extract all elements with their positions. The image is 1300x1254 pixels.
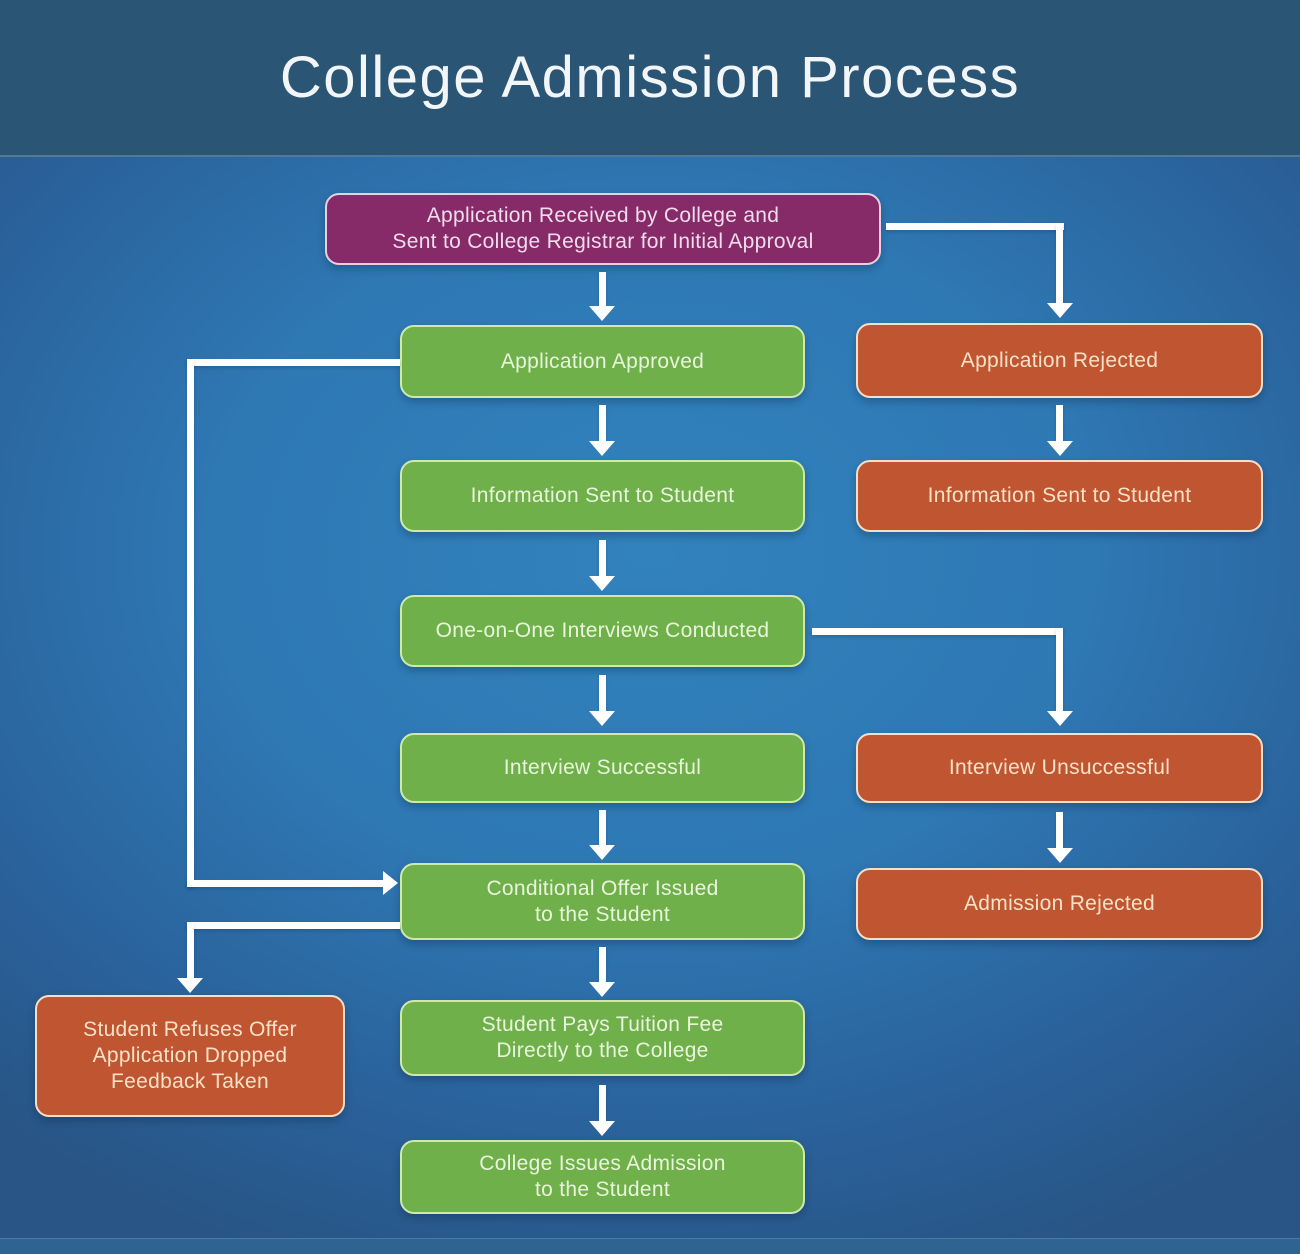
node-student-refuses-line1: Student Refuses Offer bbox=[83, 1018, 297, 1041]
arrow-rejected-info-stem bbox=[1056, 405, 1063, 441]
node-application-approved: Application Approved bbox=[400, 325, 805, 398]
node-info-sent-approved-label: Information Sent to Student bbox=[470, 484, 735, 507]
node-application-rejected: Application Rejected bbox=[856, 323, 1263, 398]
arrow-offer-pays-head-icon bbox=[589, 982, 615, 997]
node-interview-unsuccessful-label: Interview Unsuccessful bbox=[948, 756, 1171, 779]
arrow-offer-refuses-vstem bbox=[187, 922, 194, 978]
node-college-issues-line1: College Issues Admission bbox=[479, 1152, 726, 1175]
arrow-pays-issues-stem bbox=[599, 1085, 606, 1121]
arrow-received-approved-head-icon bbox=[589, 306, 615, 321]
node-application-received-line2: Sent to College Registrar for Initial Ap… bbox=[392, 230, 814, 253]
arrow-offer-refuses-hstem bbox=[187, 922, 400, 929]
header-band: College Admission Process bbox=[0, 0, 1300, 157]
node-info-sent-rejected-label: Information Sent to Student bbox=[927, 484, 1192, 507]
arrow-received-rejected-hstem bbox=[886, 223, 1064, 230]
arrow-approved-info-head-icon bbox=[589, 441, 615, 456]
node-student-refuses-line3: Feedback Taken bbox=[111, 1070, 269, 1093]
node-student-pays: Student Pays Tuition Fee Directly to the… bbox=[400, 1000, 805, 1076]
arrow-offer-refuses-head-icon bbox=[177, 978, 203, 993]
node-interviews-conducted: One-on-One Interviews Conducted bbox=[400, 595, 805, 667]
arrow-info-interviews-head-icon bbox=[589, 576, 615, 591]
node-conditional-offer: Conditional Offer Issued to the Student bbox=[400, 863, 805, 940]
arrow-approved-offer-bottom-hstem bbox=[187, 880, 383, 887]
arrow-approved-offer-vstem bbox=[187, 359, 194, 887]
arrow-unsuccessful-admrejected-head-icon bbox=[1047, 848, 1073, 863]
arrow-interviews-unsuccessful-vstem bbox=[1056, 628, 1063, 711]
node-conditional-offer-line2: to the Student bbox=[535, 902, 670, 926]
arrow-approved-offer-head-icon bbox=[383, 871, 398, 895]
node-student-refuses: Student Refuses Offer Application Droppe… bbox=[35, 995, 345, 1117]
arrow-interviews-successful-head-icon bbox=[589, 711, 615, 726]
page-title: College Admission Process bbox=[279, 45, 1021, 110]
arrow-received-rejected-vstem bbox=[1056, 223, 1063, 303]
arrow-approved-info-stem bbox=[599, 405, 606, 441]
footer-band bbox=[0, 1238, 1300, 1254]
node-interviews-conducted-label: One-on-One Interviews Conducted bbox=[435, 619, 770, 642]
arrow-interviews-unsuccessful-head-icon bbox=[1047, 711, 1073, 726]
arrow-received-rejected-head-icon bbox=[1047, 303, 1073, 318]
node-interview-successful-label: Interview Successful bbox=[503, 756, 702, 779]
node-student-refuses-line2: Application Dropped bbox=[92, 1044, 288, 1067]
node-info-sent-approved: Information Sent to Student bbox=[400, 460, 805, 532]
node-college-issues: College Issues Admission to the Student bbox=[400, 1140, 805, 1214]
node-conditional-offer-line1: Conditional Offer Issued bbox=[486, 876, 719, 900]
arrow-successful-offer-head-icon bbox=[589, 845, 615, 860]
node-student-pays-line2: Directly to the College bbox=[496, 1039, 709, 1062]
node-college-issues-line2: to the Student bbox=[535, 1178, 670, 1201]
node-application-received-line1: Application Received by College and bbox=[426, 204, 780, 227]
arrow-info-interviews-stem bbox=[599, 540, 606, 576]
node-application-received: Application Received by College and Sent… bbox=[325, 193, 881, 265]
node-admission-rejected: Admission Rejected bbox=[856, 868, 1263, 940]
node-info-sent-rejected: Information Sent to Student bbox=[856, 460, 1263, 532]
node-admission-rejected-label: Admission Rejected bbox=[964, 892, 1155, 915]
arrow-unsuccessful-admrejected-stem bbox=[1056, 812, 1063, 848]
arrow-received-approved-stem bbox=[599, 272, 606, 306]
arrow-interviews-successful-stem bbox=[599, 675, 606, 711]
arrow-rejected-info-head-icon bbox=[1047, 441, 1073, 456]
node-interview-unsuccessful: Interview Unsuccessful bbox=[856, 733, 1263, 803]
arrow-offer-pays-stem bbox=[599, 947, 606, 982]
node-application-rejected-label: Application Rejected bbox=[960, 348, 1159, 372]
arrow-approved-offer-top-hstem bbox=[187, 359, 400, 366]
node-student-pays-line1: Student Pays Tuition Fee bbox=[481, 1013, 724, 1036]
node-interview-successful: Interview Successful bbox=[400, 733, 805, 803]
node-application-approved-label: Application Approved bbox=[500, 349, 705, 373]
arrow-pays-issues-head-icon bbox=[589, 1121, 615, 1136]
arrow-successful-offer-stem bbox=[599, 810, 606, 845]
arrow-interviews-unsuccessful-hstem bbox=[812, 628, 1063, 635]
